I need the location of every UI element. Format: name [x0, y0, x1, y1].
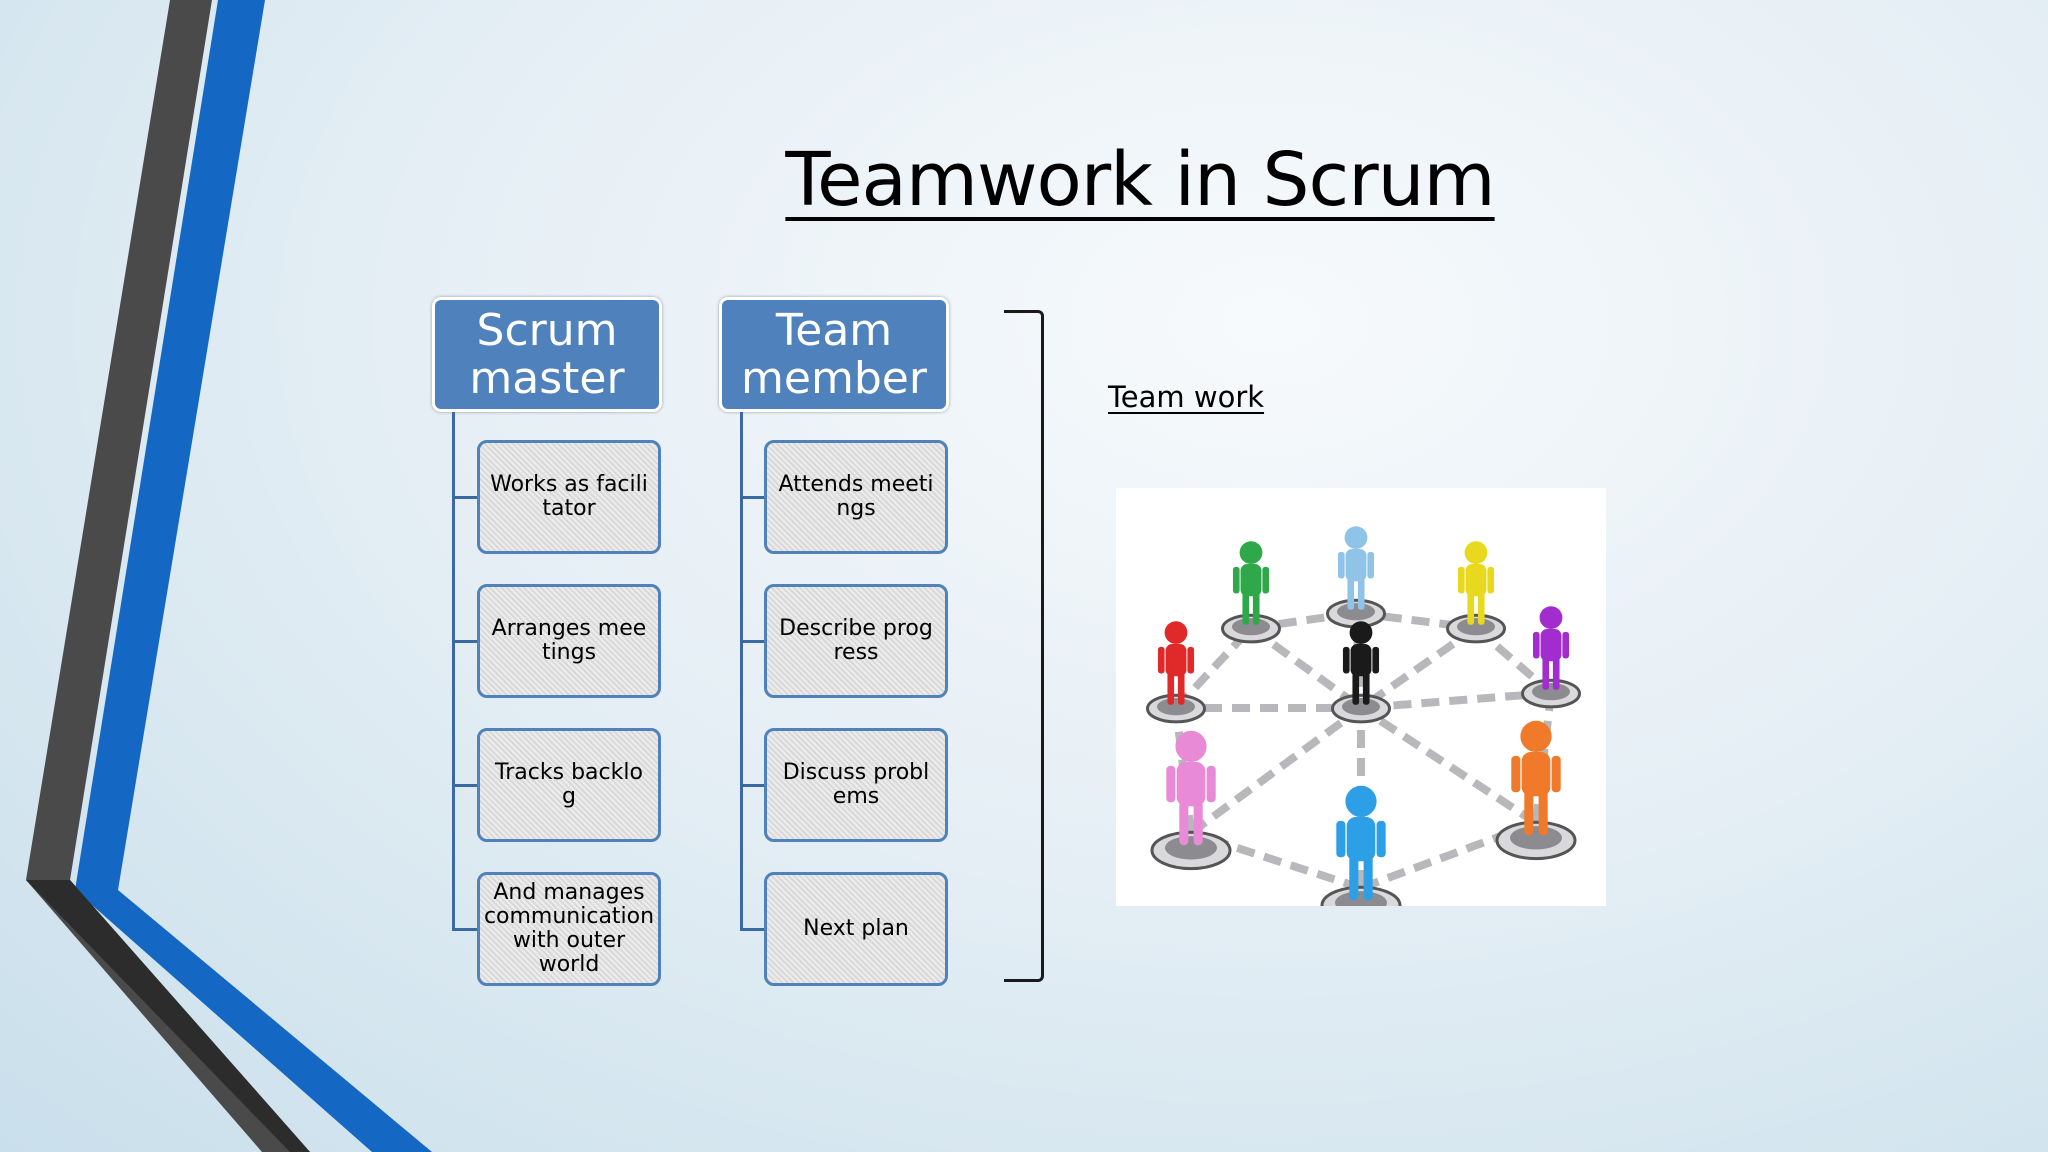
box-describe-progress: Describe progress — [764, 584, 948, 698]
box-label: Works as facilitator — [490, 472, 648, 521]
connector-trunk-team-member — [740, 412, 743, 930]
box-label: Describe progress — [779, 616, 933, 665]
header-team-member: Team member — [719, 297, 949, 412]
box-label: Discuss problems — [782, 760, 930, 809]
team-figure-icon — [1521, 606, 1581, 709]
connector-branch — [452, 640, 478, 643]
network-link — [1248, 624, 1364, 712]
connector-branch — [452, 784, 478, 787]
box-tracks-backlog: Tracks backlog — [477, 728, 661, 842]
team-figure-icon — [1331, 621, 1391, 724]
network-link — [1188, 704, 1364, 837]
team-figure-icon — [1326, 526, 1386, 629]
box-label: Attends meetings — [778, 472, 934, 521]
team-figure-icon — [1221, 541, 1281, 644]
team-work-label: Team work — [1108, 380, 1265, 414]
slide-title: Teamwork in Scrum — [785, 137, 1495, 223]
connector-branch — [740, 640, 766, 643]
team-figure-icon — [1495, 720, 1577, 861]
box-manages-communication: And manages communication with outer wor… — [477, 872, 661, 986]
box-works-as-facilitator: Works as facilitator — [477, 440, 661, 554]
box-discuss-problems: Discuss problems — [764, 728, 948, 842]
header-scrum-master: Scrum master — [432, 297, 662, 412]
connector-branch — [740, 928, 766, 931]
team-figure-icon — [1146, 621, 1206, 724]
box-label: Arranges meetings — [491, 616, 647, 665]
header-scrum-master-label: Scrum master — [469, 304, 625, 404]
network-link — [1358, 704, 1539, 827]
connector-branch — [452, 496, 478, 499]
box-next-plan: Next plan — [764, 872, 948, 986]
team-figure-icon — [1150, 730, 1232, 871]
grouping-bracket — [1004, 310, 1044, 982]
box-label: Next plan — [803, 916, 909, 941]
header-team-member-label: Team member — [741, 304, 927, 404]
box-arranges-meetings: Arranges meetings — [477, 584, 661, 698]
box-label: Tracks backlog — [495, 760, 643, 809]
team-figure-icon — [1446, 541, 1506, 644]
connector-branch — [740, 496, 766, 499]
team-figure-icon — [1320, 785, 1402, 906]
box-attends-meetings: Attends meetings — [764, 440, 948, 554]
network-link — [1358, 624, 1479, 712]
network-link — [1360, 689, 1552, 712]
connector-branch — [740, 784, 766, 787]
connector-branch — [452, 928, 478, 931]
box-label: And manages communication with outer wor… — [483, 880, 655, 977]
connector-trunk-scrum-master — [452, 412, 455, 930]
team-network-icon — [1116, 488, 1606, 906]
